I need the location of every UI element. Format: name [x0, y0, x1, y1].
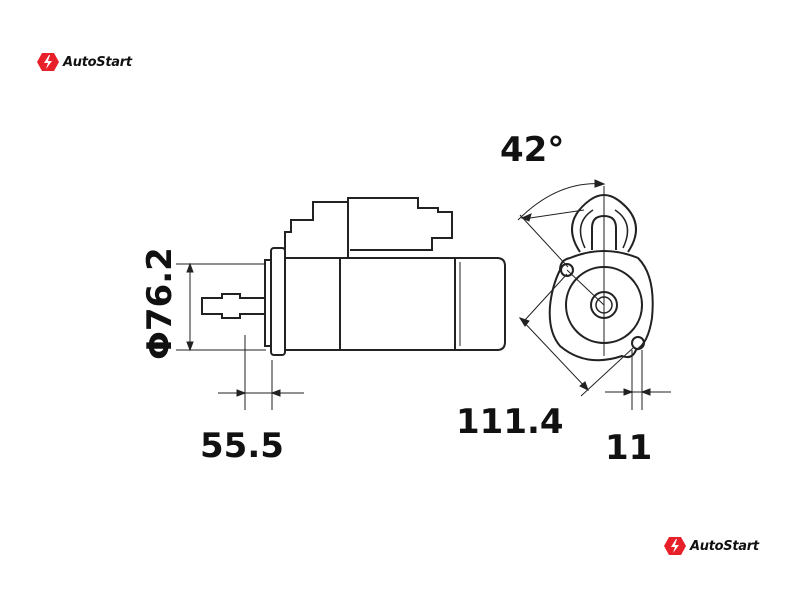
dimension-lines [176, 179, 671, 410]
logo-icon [37, 53, 59, 71]
flange-offset-dimension: 55.5 [200, 426, 284, 466]
brand-name: AutoStart [63, 54, 132, 70]
logo-icon [664, 537, 686, 555]
brand-name: AutoStart [690, 538, 759, 554]
brand-logo-top: AutoStart [37, 52, 132, 72]
brand-logo-bottom: AutoStart [664, 536, 759, 556]
front-view [548, 186, 654, 362]
angle-dimension: 42° [500, 130, 565, 170]
mount-distance-dimension: 111.4 [456, 402, 564, 442]
diameter-dimension: Φ76.2 [140, 247, 180, 360]
hole-offset-dimension: 11 [605, 428, 653, 468]
side-view [201, 197, 506, 356]
